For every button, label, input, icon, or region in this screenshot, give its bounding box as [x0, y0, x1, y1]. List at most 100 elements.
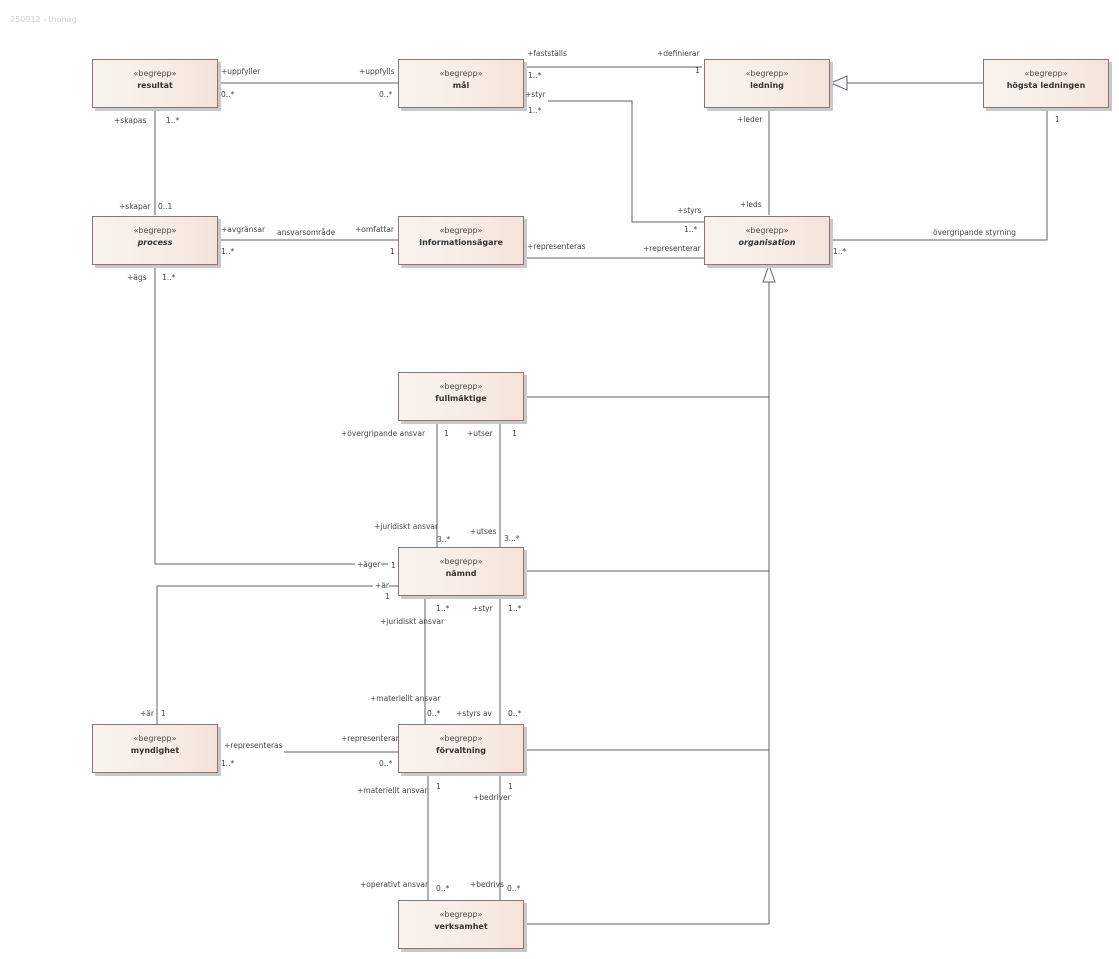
- role-label: +styr: [472, 604, 493, 613]
- class-name: myndighet: [130, 746, 180, 755]
- stereotype-label: «begrepp»: [745, 226, 789, 235]
- assoc-mal-organisation[interactable]: [548, 100, 705, 223]
- role-label: +fastställs: [527, 49, 567, 58]
- assoc-hogsta-organisation[interactable]: [829, 107, 1048, 241]
- role-label: +representeras: [527, 242, 586, 251]
- multiplicity-label: 1..*: [528, 71, 542, 80]
- multiplicity-label: 1: [508, 782, 513, 791]
- role-label: +juridiskt ansvar: [374, 522, 439, 531]
- assoc-namnd-myndighet[interactable]: [156, 585, 373, 725]
- class-name: organisation: [738, 238, 796, 247]
- multiplicity-label: 3...*: [504, 534, 520, 543]
- class-ledning[interactable]: «begrepp» ledning: [704, 59, 830, 108]
- role-label: +materiellt ansvar: [370, 694, 441, 703]
- assoc-process-namnd[interactable]: [154, 265, 355, 565]
- stereotype-label: «begrepp»: [439, 69, 483, 78]
- multiplicity-label: 1: [695, 66, 700, 75]
- multiplicity-label: 1..*: [221, 759, 235, 768]
- role-label: +utses: [470, 527, 497, 536]
- role-label: +juridiskt ansvar: [380, 617, 445, 626]
- role-label: +operativt ansvar: [360, 880, 429, 889]
- class-hogsta-ledningen[interactable]: «begrepp» högsta ledningen: [983, 59, 1109, 108]
- multiplicity-label: 1..*: [436, 604, 450, 613]
- multiplicity-label: 1: [512, 429, 517, 438]
- role-label: +är: [375, 581, 389, 590]
- class-name: verksamhet: [434, 922, 488, 931]
- class-name: fullmäktige: [435, 394, 487, 403]
- role-label: +är: [140, 709, 154, 718]
- generalization-arrow-organisation: [762, 263, 776, 283]
- role-label: +bedrivs: [470, 880, 504, 889]
- class-organisation[interactable]: «begrepp» organisation: [704, 216, 830, 265]
- multiplicity-label: 0..*: [436, 884, 450, 893]
- class-forvaltning[interactable]: «begrepp» förvaltning: [398, 724, 524, 773]
- multiplicity-label: 1: [385, 592, 390, 601]
- multiplicity-label: 1..*: [221, 247, 235, 256]
- stereotype-label: «begrepp»: [439, 910, 483, 919]
- multiplicity-label: 1..*: [684, 225, 698, 234]
- association-name: ansvarsområde: [277, 228, 336, 237]
- role-label: +representeras: [224, 741, 283, 750]
- stereotype-label: «begrepp»: [133, 226, 177, 235]
- role-label: +avgränsar: [221, 225, 266, 234]
- multiplicity-label: 1: [436, 782, 441, 791]
- multiplicity-label: 0..*: [379, 759, 393, 768]
- role-label: +omfattar: [355, 225, 394, 234]
- multiplicity-label: 3..*: [437, 535, 451, 544]
- role-label: +leder: [737, 115, 763, 124]
- role-label: +bedriver: [473, 793, 511, 802]
- multiplicity-label: 1..*: [528, 106, 542, 115]
- role-label: +uppfyller: [221, 67, 261, 76]
- class-resultat[interactable]: «begrepp» resultat: [92, 59, 218, 108]
- role-label: +övergripande ansvar: [341, 429, 426, 438]
- class-name: högsta ledningen: [1006, 81, 1086, 90]
- association-name: övergripande styrning: [933, 228, 1016, 237]
- role-label: +uppfylls: [359, 67, 395, 76]
- multiplicity-label: 0..*: [221, 90, 235, 99]
- role-label: +representerar: [643, 244, 701, 253]
- role-label: +ägs: [127, 273, 147, 282]
- stereotype-label: «begrepp»: [439, 382, 483, 391]
- multiplicity-label: 1..*: [162, 273, 176, 282]
- multiplicity-label: 1: [390, 247, 395, 256]
- role-label: +leds: [740, 200, 762, 209]
- stereotype-label: «begrepp»: [133, 69, 177, 78]
- class-name: förvaltning: [436, 746, 486, 755]
- role-label: +styr: [525, 90, 546, 99]
- role-label: +skapar: [119, 202, 151, 211]
- stereotype-label: «begrepp»: [745, 69, 789, 78]
- class-informationsagare[interactable]: «begrepp» Informationsägare: [398, 216, 524, 265]
- class-name: nämnd: [445, 569, 477, 578]
- class-name: mål: [452, 81, 470, 90]
- generalization-arrow-ledning: [829, 75, 848, 91]
- role-label: +representerar: [341, 734, 399, 743]
- multiplicity-label: 1: [444, 429, 449, 438]
- class-name: process: [137, 238, 173, 247]
- role-label: +styrs: [677, 206, 702, 215]
- role-label: +materiellt ansvar: [357, 786, 428, 795]
- role-label: +utser: [467, 429, 493, 438]
- class-process[interactable]: «begrepp» process: [92, 216, 218, 265]
- role-label: +definierar: [657, 49, 700, 58]
- stereotype-label: «begrepp»: [439, 226, 483, 235]
- role-label: +äger: [357, 560, 381, 569]
- multiplicity-label: 1..*: [508, 604, 522, 613]
- class-fullmaktige[interactable]: «begrepp» fullmäktige: [398, 372, 524, 421]
- role-label: +styrs av: [456, 709, 492, 718]
- class-namnd[interactable]: «begrepp» nämnd: [398, 547, 524, 596]
- watermark: 250912 - thohag: [10, 15, 77, 24]
- stereotype-label: «begrepp»: [439, 734, 483, 743]
- class-verksamhet[interactable]: «begrepp» verksamhet: [398, 900, 524, 949]
- multiplicity-label: 1..*: [833, 247, 847, 256]
- multiplicity-label: 0..*: [508, 709, 522, 718]
- multiplicity-label: 0..1: [158, 202, 173, 211]
- class-mal[interactable]: «begrepp» mål: [398, 59, 524, 108]
- multiplicity-label: 0..*: [379, 90, 393, 99]
- multiplicity-label: 1: [161, 709, 166, 718]
- class-name: Informationsägare: [419, 238, 503, 247]
- multiplicity-label: 1: [1055, 115, 1060, 124]
- class-myndighet[interactable]: «begrepp» myndighet: [92, 724, 218, 773]
- stereotype-label: «begrepp»: [439, 557, 483, 566]
